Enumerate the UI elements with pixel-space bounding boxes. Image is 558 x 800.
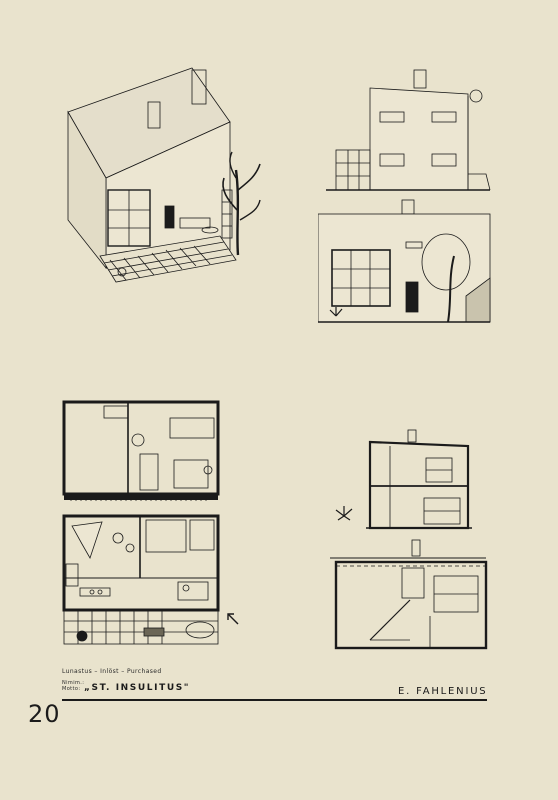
floor-plans [60,398,250,648]
perspective-drawing [60,60,275,300]
page-number: 20 [28,700,61,728]
section-drawings [330,416,498,656]
caption-rule [62,699,487,701]
motto-prefix-2: Motto: [62,686,81,692]
architect-name: E. FAHLENIUS [398,686,488,697]
purchase-caption: Lunastus – Inlöst – Purchased [62,668,162,675]
motto-text: „ST. INSULITUS" [84,683,191,693]
motto-prefix: Nimim.: [62,680,85,686]
elevation-drawings [318,66,498,328]
